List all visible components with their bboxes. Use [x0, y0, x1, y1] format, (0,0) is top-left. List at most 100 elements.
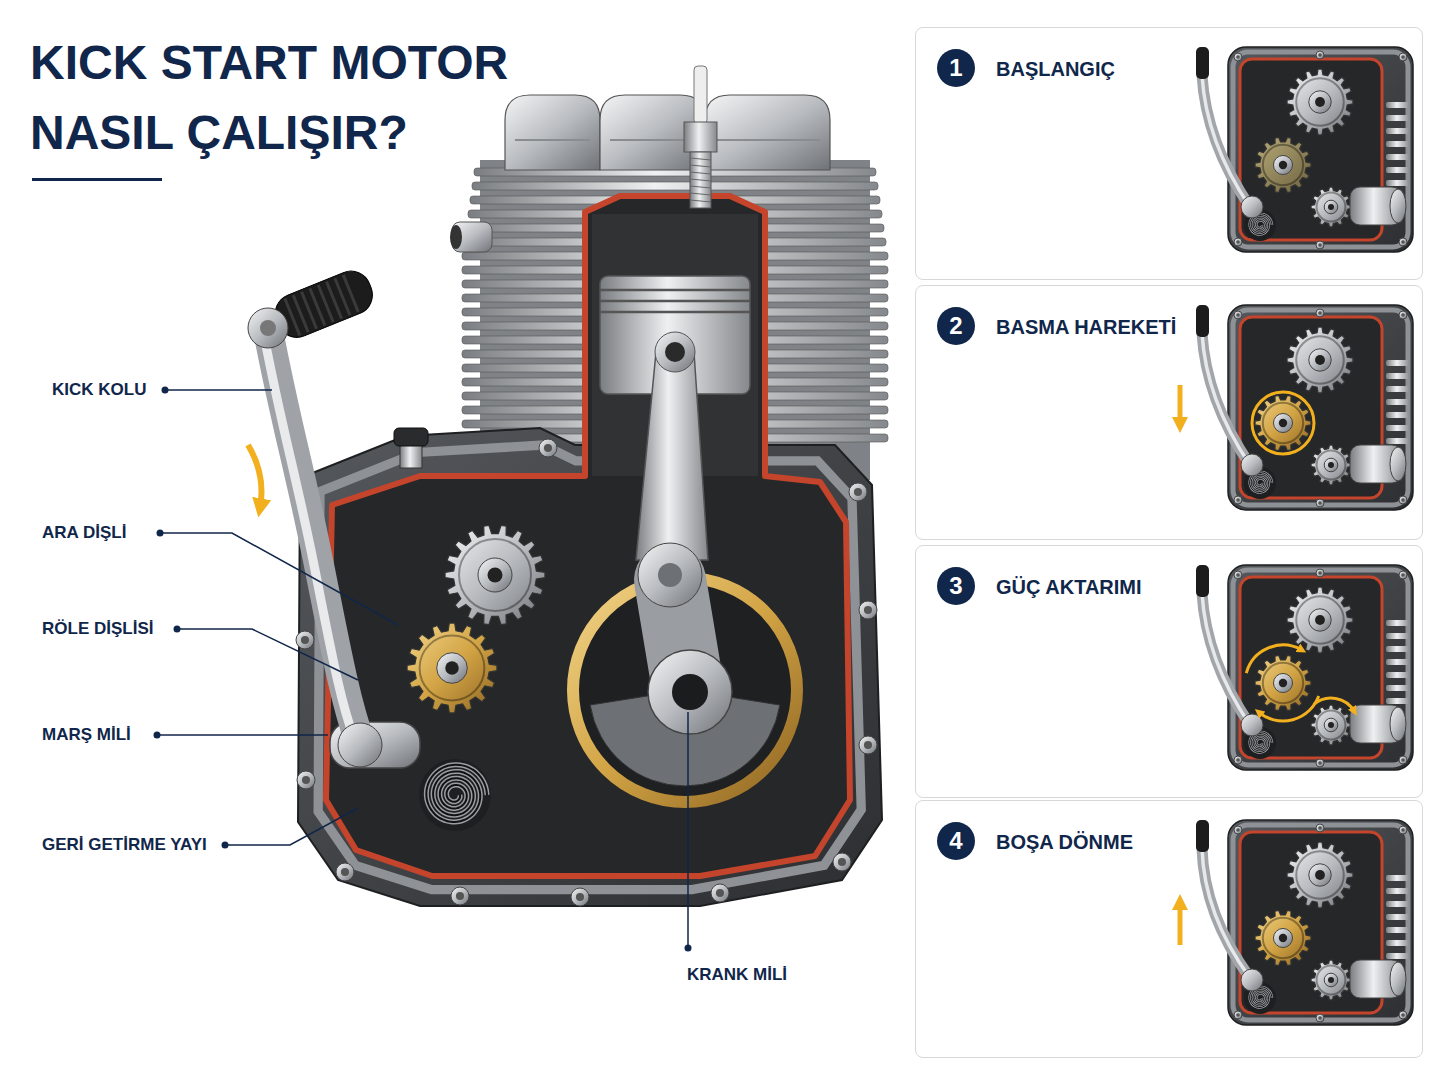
- bolt-head: [1318, 571, 1322, 575]
- title-underline: [32, 178, 162, 181]
- title: KICK START MOTOR NASIL ÇALIŞIR?: [30, 28, 550, 168]
- piston-ring: [600, 300, 750, 303]
- mini-engaged-ring: [1252, 392, 1314, 454]
- cooling-fin: [472, 182, 878, 190]
- mini-ratchet-gear-bore: [1279, 419, 1287, 427]
- bolt-head: [1401, 55, 1405, 59]
- bolt: [1399, 756, 1407, 764]
- bolt-head: [1236, 758, 1240, 762]
- bolt-head: [1318, 501, 1322, 505]
- mini-crank-gear-hub: [1324, 973, 1338, 987]
- ratchet-gear: [407, 623, 497, 713]
- spark-plug-thread-line: [690, 172, 711, 174]
- step-panel: BAŞLANGIÇ1: [915, 27, 1423, 280]
- idler-gear-top-web: [459, 539, 531, 611]
- mini-fin: [1386, 360, 1410, 366]
- mini-idler-gear-bore: [1315, 615, 1325, 625]
- mini-fin: [1386, 373, 1410, 379]
- bolt: [1234, 571, 1242, 579]
- bolt-head: [544, 444, 552, 452]
- mini-fin: [1386, 180, 1410, 186]
- bolt: [1316, 51, 1324, 59]
- bolt-head: [456, 892, 464, 900]
- mini-crank-gear: [1311, 705, 1351, 745]
- piston-ring: [600, 289, 750, 292]
- mini-housing: [1228, 820, 1413, 1025]
- mini-idler-gear-web: [1296, 78, 1344, 126]
- mini-shaft-end: [1390, 707, 1406, 741]
- mini-crank-gear-hub: [1324, 200, 1338, 214]
- step-illustration: [1180, 305, 1413, 510]
- mini-foot-peg: [1196, 820, 1209, 852]
- bolt: [1316, 824, 1324, 832]
- leader-dot: [685, 945, 692, 952]
- mini-ratchet-gear: [1255, 395, 1311, 450]
- bolt: [1399, 1011, 1407, 1019]
- step-illustration: [1180, 820, 1413, 1025]
- mini-fin: [1386, 685, 1410, 691]
- mini-idler-gear-hub: [1309, 91, 1331, 113]
- mini-kick-lever-highlight: [1202, 848, 1250, 978]
- spring-housing: [419, 759, 491, 831]
- leader-dot: [174, 626, 181, 633]
- mini-foot-peg: [1196, 47, 1209, 79]
- step-number-circle: 3: [937, 567, 975, 605]
- bolt: [1234, 826, 1242, 834]
- bolt-head: [1236, 828, 1240, 832]
- idler-gear-top: [445, 525, 545, 624]
- motion-arrow: [248, 445, 262, 508]
- mini-ratchet-gear: [1255, 137, 1311, 192]
- head-groove: [715, 139, 820, 141]
- bolt-head: [301, 636, 309, 644]
- mini-kick-lever: [1202, 593, 1250, 725]
- mini-idler-gear-bore: [1315, 870, 1325, 880]
- bolt-head: [854, 488, 862, 496]
- step-heading: BOŞA DÖNME: [996, 830, 1133, 854]
- mini-shaft-end: [1390, 189, 1406, 223]
- bolt: [1234, 496, 1242, 504]
- spark-plug-thread-line: [690, 165, 711, 167]
- bolt-head: [1318, 243, 1322, 247]
- ratchet-gear-bore: [445, 661, 459, 675]
- cylinder-head: [505, 95, 600, 170]
- step-number-circle: 4: [937, 822, 975, 860]
- crank-pin: [638, 543, 702, 607]
- rotation-arrow: [1314, 698, 1355, 712]
- bolt-head: [341, 868, 349, 876]
- spark-plug-thread-line: [690, 200, 711, 202]
- step-number-circle: 1: [937, 49, 975, 87]
- part-label: KICK KOLU: [52, 380, 146, 400]
- leader-line: [177, 629, 358, 680]
- mini-idler-gear: [1287, 327, 1353, 393]
- mini-fin: [1386, 167, 1410, 173]
- callout-number: 4: [949, 829, 962, 853]
- leader-lines: [154, 387, 692, 952]
- bolt: [1234, 1011, 1242, 1019]
- crank-pin-bolt: [658, 563, 682, 587]
- bolt-head: [838, 858, 846, 866]
- mini-ratchet-gear: [1255, 655, 1311, 710]
- mini-crank-gear-web: [1317, 711, 1346, 740]
- spark-plug-thread-line: [690, 193, 711, 195]
- crankshaft: [648, 650, 732, 734]
- bolt-head: [1236, 55, 1240, 59]
- up-arrow: [1178, 902, 1183, 945]
- mini-ratchet-gear-hub: [1273, 928, 1292, 947]
- mini-gasket: [1233, 825, 1408, 1020]
- bolt: [1399, 53, 1407, 61]
- exhaust-port-hole: [450, 225, 462, 249]
- mini-foot-peg: [1196, 565, 1209, 597]
- spark-plug-thread-line: [690, 179, 711, 181]
- mini-fin: [1386, 927, 1410, 933]
- part-label: GERİ GETİRME YAYI: [42, 835, 207, 855]
- bolt: [833, 853, 851, 871]
- rotation-arrow: [1259, 696, 1319, 721]
- spring-coil-shade: [426, 765, 487, 822]
- step-heading: BASMA HAREKETİ: [996, 315, 1176, 339]
- leader-dot: [222, 842, 229, 849]
- mini-crank-gear-bore: [1328, 204, 1334, 210]
- mini-crank-gear-bore: [1328, 977, 1334, 983]
- leader-line: [225, 808, 358, 845]
- step-panel: BASMA HAREKETİ2: [915, 285, 1423, 540]
- bolt: [1234, 238, 1242, 246]
